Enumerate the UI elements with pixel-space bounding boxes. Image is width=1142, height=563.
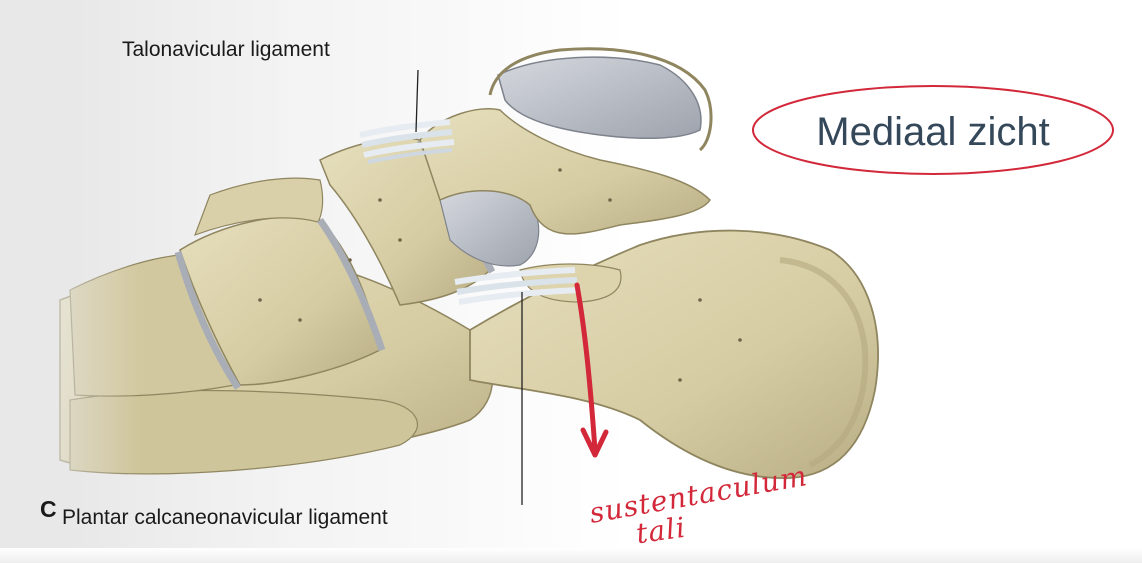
calcaneus-posterior-shadow [779, 257, 869, 468]
talonavicular-leader-line [415, 69, 419, 133]
talonavicular-ligament [359, 119, 455, 164]
handwritten-annotation-line-2: tali [633, 510, 688, 551]
plantar-calcaneonavicular-ligament [454, 267, 580, 305]
left-fade [0, 0, 140, 563]
bone-texture-dots [258, 168, 742, 382]
talonavicular-ligament-label: Talonavicular ligament [122, 38, 330, 61]
joint-line-1 [174, 251, 241, 390]
talus-bone [419, 108, 711, 235]
bottom-strip [0, 548, 1142, 563]
annotation-arrow-shaft [574, 282, 598, 453]
panel-letter: C [40, 496, 57, 522]
view-label: Mediaal zicht [816, 109, 1050, 154]
plantar-calcaneonavicular-ligament-label: Plantar calcaneonavicular ligament [62, 506, 388, 529]
talus-trochlea [497, 56, 702, 139]
annotation-arrow-head [580, 427, 609, 458]
cuneiform-bone-3 [193, 177, 324, 237]
talus-trochlea-rim [488, 47, 713, 152]
metatarsal-lower [69, 389, 418, 475]
view-label-ellipse [752, 85, 1114, 175]
joint-line-2 [317, 217, 386, 352]
